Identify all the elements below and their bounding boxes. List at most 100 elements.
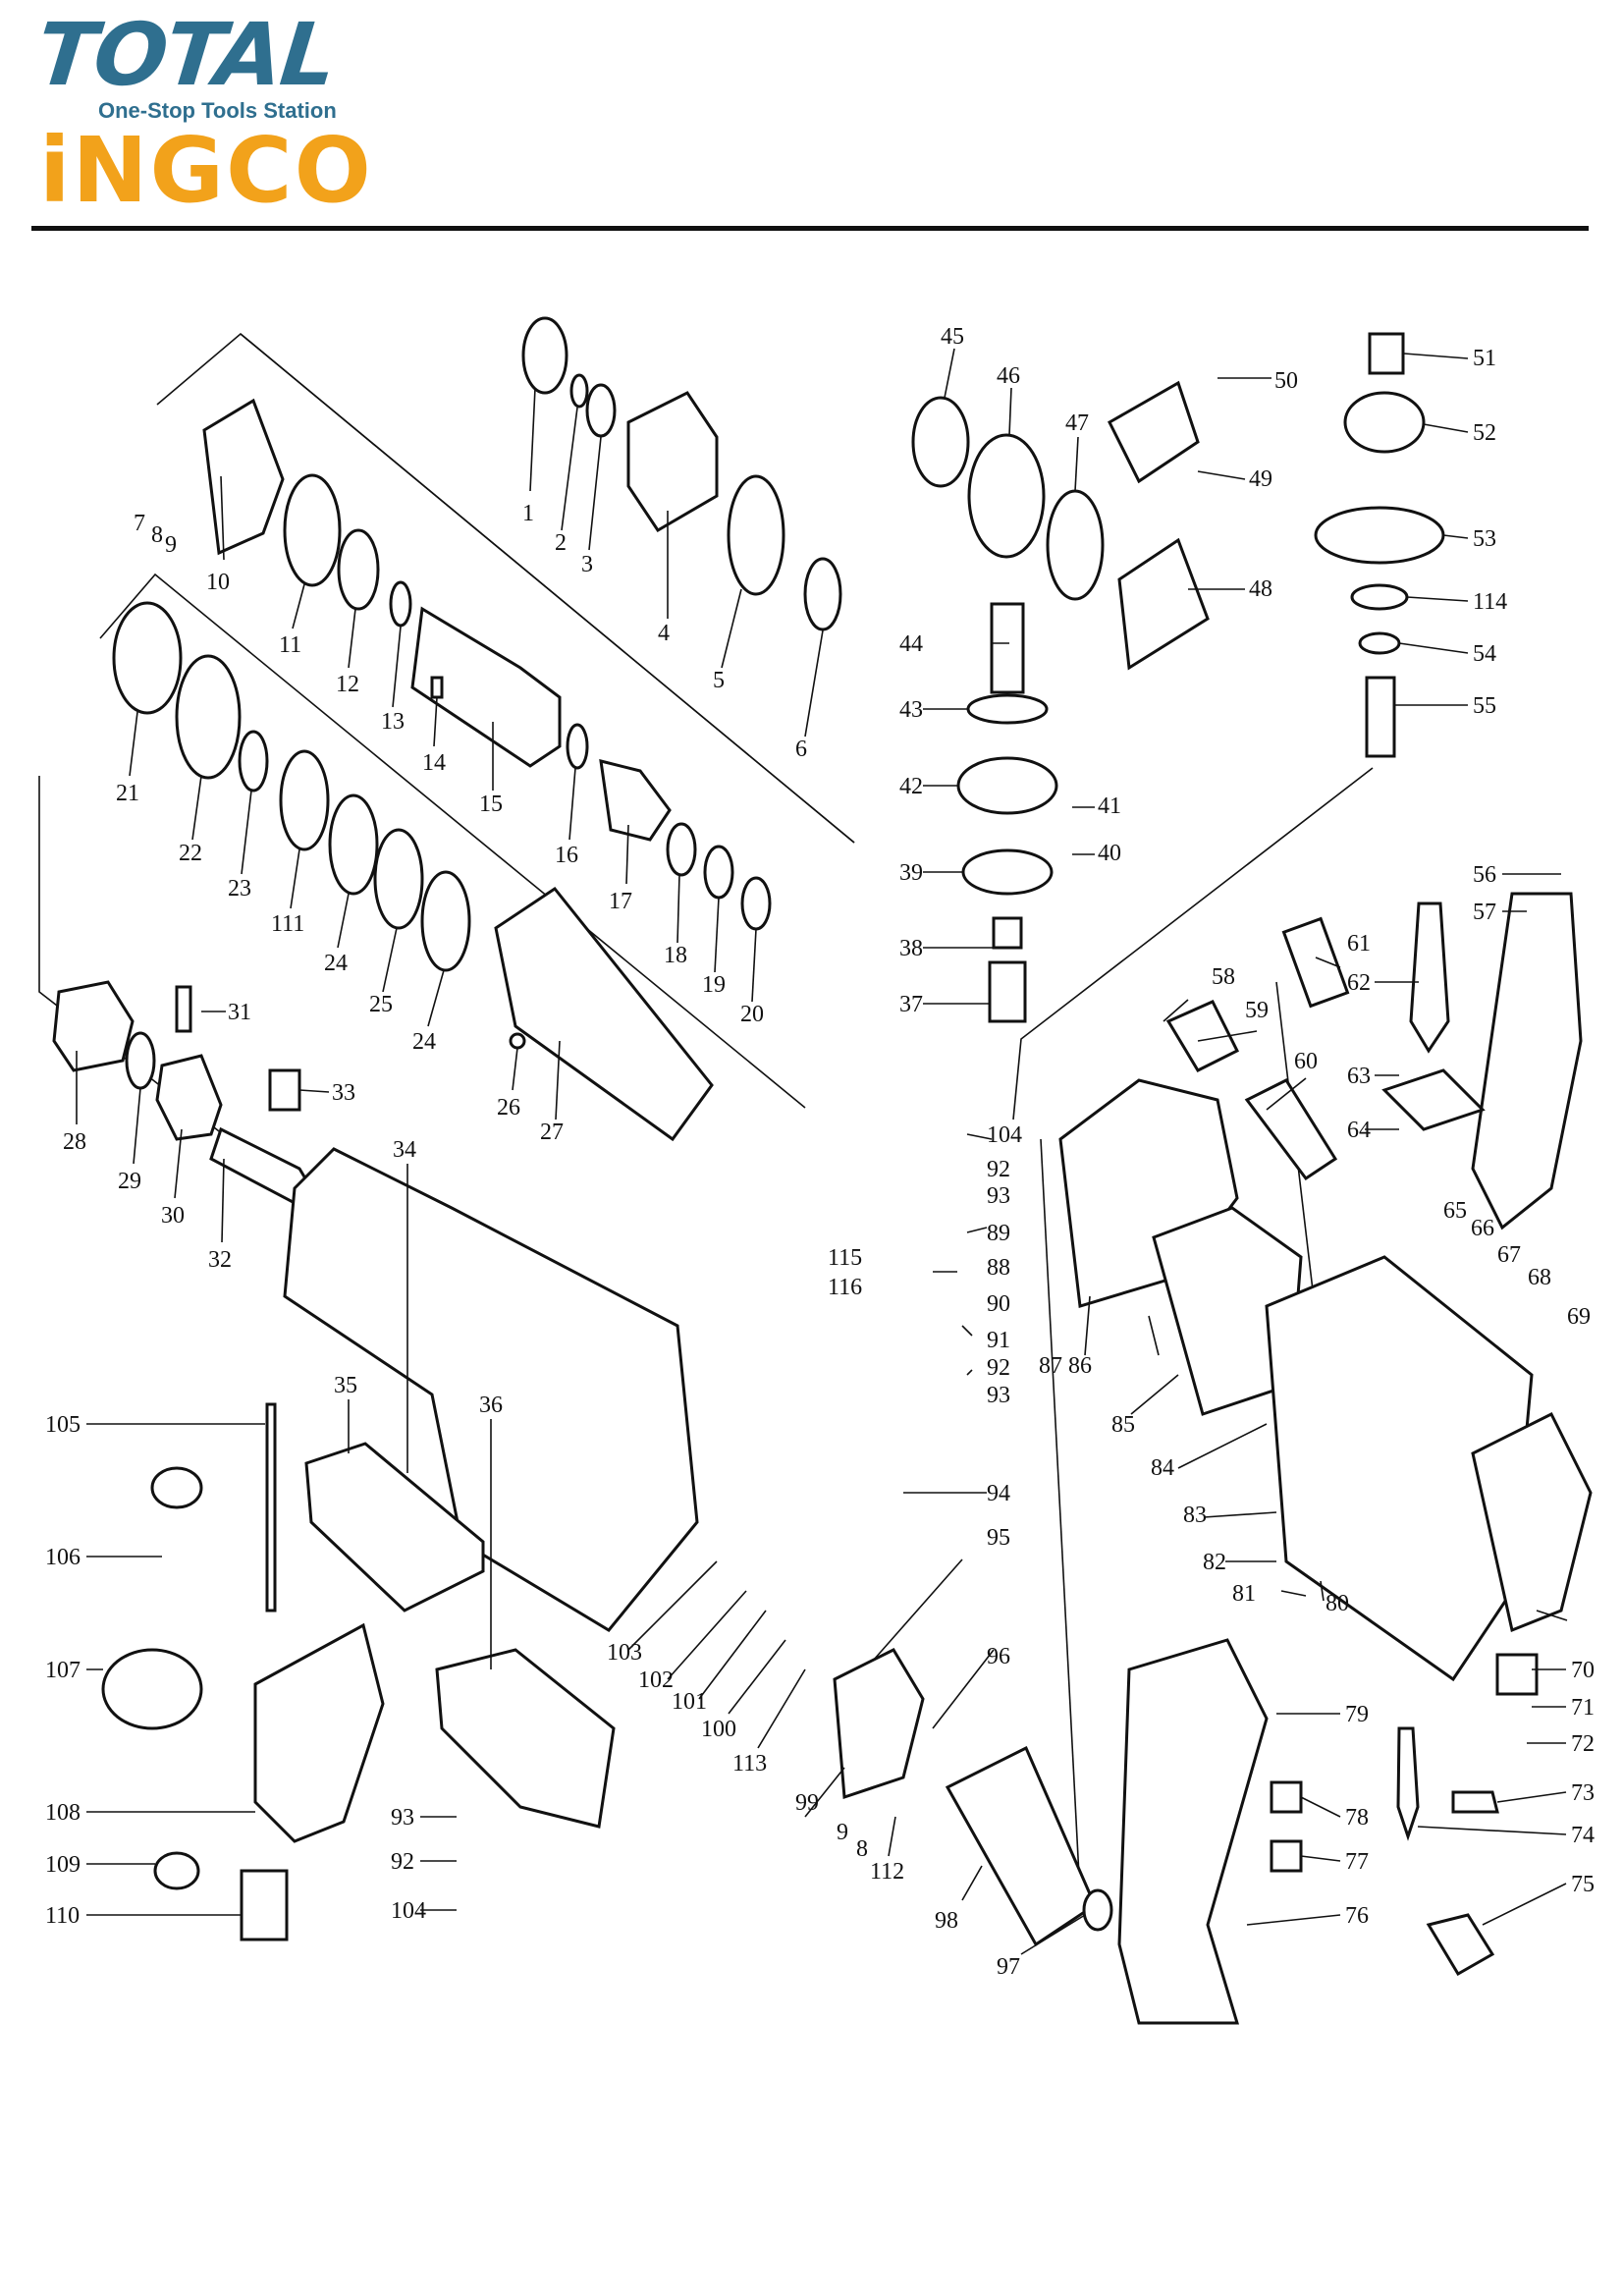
label-62: 62 (1347, 970, 1371, 996)
label-50: 50 (1274, 368, 1298, 394)
label-70: 70 (1571, 1658, 1595, 1683)
label-34: 34 (393, 1137, 416, 1163)
part-105-rod (265, 1402, 277, 1613)
part-21-circlip (112, 601, 183, 715)
label-3: 3 (581, 552, 593, 577)
label-59: 59 (1245, 998, 1269, 1023)
label-13: 13 (381, 709, 405, 735)
part-62-knob (1409, 902, 1450, 1054)
label-104b: 104 (391, 1898, 426, 1924)
part-55-shaft (1365, 676, 1396, 758)
part-34-housing (283, 1147, 699, 1632)
label-55: 55 (1473, 693, 1496, 719)
label-5: 5 (713, 668, 725, 693)
part-51-cap (1368, 332, 1405, 375)
part-69-end-cap (1471, 1411, 1593, 1633)
parts (52, 316, 1593, 2025)
label-25: 25 (369, 992, 393, 1017)
label-69: 69 (1567, 1304, 1591, 1330)
label-92c: 92 (391, 1849, 414, 1875)
label-80: 80 (1325, 1591, 1349, 1616)
label-27: 27 (540, 1120, 564, 1145)
label-78: 78 (1345, 1805, 1369, 1831)
label-9b: 9 (837, 1820, 848, 1845)
label-109: 109 (45, 1852, 81, 1878)
part-16-ring (566, 723, 589, 770)
label-6: 6 (795, 737, 807, 762)
label-99: 99 (795, 1790, 819, 1816)
label-19: 19 (702, 972, 726, 998)
label-114: 114 (1473, 589, 1507, 615)
label-11: 11 (279, 632, 301, 658)
label-96: 96 (987, 1644, 1010, 1669)
part-99-plate (833, 1648, 925, 1800)
part-75-plug (1426, 1913, 1495, 1977)
label-65: 65 (1443, 1198, 1467, 1224)
label-92b: 92 (987, 1355, 1010, 1381)
label-10: 10 (206, 570, 230, 595)
leader-lines (76, 348, 1568, 1955)
label-31: 31 (228, 1000, 251, 1025)
part-30-sleeve (155, 1054, 223, 1141)
part-53-gear (1314, 506, 1445, 565)
label-93a: 93 (987, 1183, 1010, 1209)
part-24b-oring (420, 870, 471, 972)
label-105: 105 (45, 1412, 81, 1438)
part-2-ring (569, 373, 589, 409)
label-82: 82 (1203, 1550, 1226, 1575)
label-87: 87 (1039, 1353, 1062, 1379)
callout-labels: 1 2 3 4 5 6 7 8 9 10 11 12 13 14 15 16 1… (45, 324, 1595, 1980)
part-48-fork (1117, 537, 1210, 671)
label-90: 90 (987, 1291, 1010, 1317)
label-81: 81 (1232, 1581, 1256, 1607)
label-110: 110 (45, 1903, 80, 1929)
label-47: 47 (1065, 410, 1089, 436)
label-68: 68 (1528, 1265, 1551, 1290)
label-7: 7 (134, 511, 145, 536)
label-93c: 93 (391, 1805, 414, 1831)
label-20: 20 (740, 1002, 764, 1027)
part-5-spring (727, 474, 785, 596)
label-21: 21 (116, 781, 139, 806)
part-29-ring (125, 1031, 156, 1090)
part-110-grip (240, 1869, 289, 1941)
label-115: 115 (828, 1245, 862, 1271)
part-39-clutch (961, 848, 1054, 896)
label-108: 108 (45, 1800, 81, 1826)
part-11-oring (283, 473, 342, 587)
part-60-bracket (1244, 1078, 1338, 1181)
label-1: 1 (522, 501, 534, 526)
label-83: 83 (1183, 1503, 1207, 1528)
part-28-chuck (52, 980, 135, 1072)
label-18: 18 (664, 943, 687, 968)
header-rule (31, 226, 1589, 231)
label-107: 107 (45, 1658, 81, 1683)
part-109-nut (153, 1851, 200, 1890)
label-94: 94 (987, 1481, 1010, 1506)
label-23: 23 (228, 876, 251, 902)
label-35: 35 (334, 1373, 357, 1398)
brand-header: TOTAL One-Stop Tools Station iNGCO (0, 0, 1623, 236)
part-1-bearing (521, 316, 568, 395)
part-54-washer (1358, 631, 1401, 655)
label-85: 85 (1111, 1412, 1135, 1438)
part-64-plate (1381, 1068, 1486, 1131)
part-6-ring (803, 557, 842, 631)
label-76: 76 (1345, 1903, 1369, 1929)
label-42: 42 (899, 774, 923, 799)
label-51: 51 (1473, 346, 1496, 371)
label-92a: 92 (987, 1157, 1010, 1182)
part-38-bush (992, 916, 1023, 950)
label-15: 15 (479, 792, 503, 817)
part-47-gear (1046, 489, 1105, 601)
label-103: 103 (607, 1640, 642, 1666)
part-35-gasket (304, 1442, 485, 1613)
part-52-gear (1343, 391, 1426, 454)
part-10-cover (202, 398, 285, 556)
part-73-strain-relief (1451, 1790, 1499, 1814)
label-74: 74 (1571, 1823, 1595, 1848)
part-19-washer (703, 845, 734, 900)
label-116: 116 (828, 1275, 862, 1300)
label-53: 53 (1473, 526, 1496, 552)
